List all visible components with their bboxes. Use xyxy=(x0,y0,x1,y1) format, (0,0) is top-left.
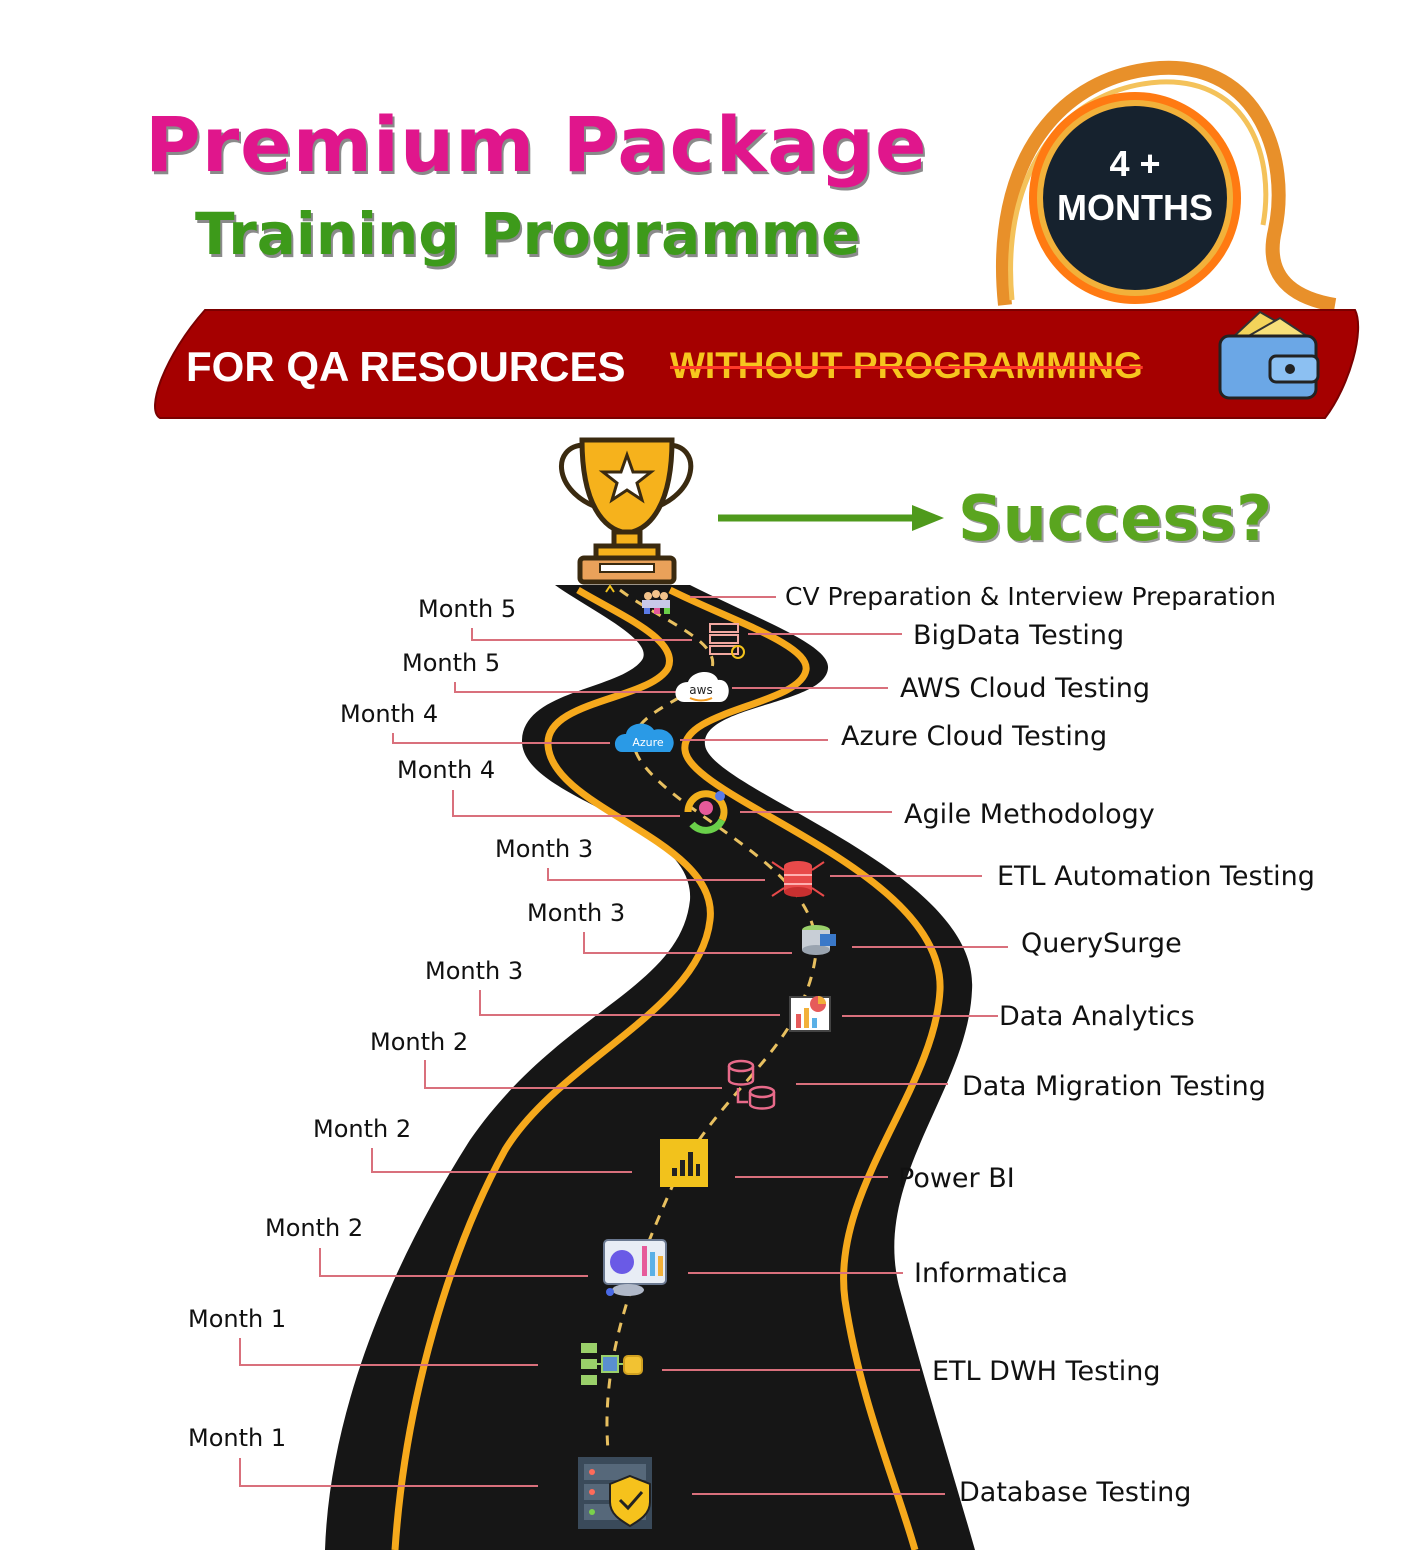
dashboard-icon xyxy=(603,1239,667,1296)
topic-label: Data Analytics xyxy=(999,1001,1195,1032)
topic-label: Azure Cloud Testing xyxy=(841,721,1107,752)
server-stack-icon xyxy=(709,623,745,659)
svg-text:Azure: Azure xyxy=(632,736,664,749)
month-label: Month 2 xyxy=(265,1214,363,1242)
topic-label: AWS Cloud Testing xyxy=(900,673,1150,704)
month-label: Month 1 xyxy=(188,1305,286,1333)
azure-cloud-icon: Azure xyxy=(614,723,674,752)
topic-label: Agile Methodology xyxy=(904,799,1155,830)
month-label: Month 3 xyxy=(425,957,523,985)
topic-label: Database Testing xyxy=(959,1477,1191,1508)
banner-strikethrough-text: WITHOUT PROGRAMMING xyxy=(670,345,1143,386)
month-label: Month 4 xyxy=(340,700,438,728)
road-lane-left xyxy=(391,586,714,1550)
wallet-icon xyxy=(1218,310,1320,400)
duration-badge-text: 4 + MONTHS xyxy=(1057,143,1213,228)
month-label: Month 3 xyxy=(527,899,625,927)
month-label: Month 2 xyxy=(313,1115,411,1143)
success-label: Success? xyxy=(958,482,1273,555)
etl-flow-icon xyxy=(581,1343,643,1385)
months-badge xyxy=(996,60,1337,312)
topic-label: Informatica xyxy=(914,1258,1068,1289)
page-subtitle: Training Programme xyxy=(195,200,861,268)
db-network-icon xyxy=(771,861,825,897)
road xyxy=(325,585,975,1550)
road-lane-right xyxy=(668,586,944,1550)
month-labels: Month 1 Month 1 Month 2 Month 2 Month 2 … xyxy=(188,595,625,1452)
month-label: Month 3 xyxy=(495,835,593,863)
month-label: Month 4 xyxy=(397,756,495,784)
page-title: Premium Package xyxy=(145,100,928,189)
trophy-icon xyxy=(559,437,694,585)
topic-label: Power BI xyxy=(898,1163,1015,1194)
topic-label: Data Migration Testing xyxy=(962,1071,1266,1102)
topic-label: CV Preparation & Interview Preparation xyxy=(785,582,1276,611)
powerbi-icon xyxy=(660,1139,708,1187)
svg-text:aws: aws xyxy=(689,683,712,697)
team-meeting-icon xyxy=(642,590,670,614)
topic-labels: Database Testing ETL DWH Testing Informa… xyxy=(785,582,1315,1508)
topic-label: BigData Testing xyxy=(913,620,1124,651)
success-arrow xyxy=(718,505,944,531)
up-arrow-icon xyxy=(605,584,615,593)
querysurge-icon xyxy=(802,925,836,955)
topic-label: QuerySurge xyxy=(1021,928,1182,959)
database-shield-icon xyxy=(578,1457,652,1529)
month-label: Month 5 xyxy=(402,649,500,677)
banner-ribbon xyxy=(154,309,1360,419)
analytics-chart-icon xyxy=(789,996,831,1032)
topic-label: ETL DWH Testing xyxy=(932,1356,1160,1387)
month-label: Month 1 xyxy=(188,1424,286,1452)
banner-audience-text: FOR QA RESOURCES xyxy=(186,343,626,390)
aws-cloud-icon: aws xyxy=(675,671,729,702)
month-label: Month 2 xyxy=(370,1028,468,1056)
connector-lines xyxy=(239,596,1008,1495)
month-label: Month 5 xyxy=(418,595,516,623)
topic-label: ETL Automation Testing xyxy=(997,861,1315,892)
db-migration-icon xyxy=(727,1059,776,1110)
agile-gear-icon xyxy=(684,790,728,834)
